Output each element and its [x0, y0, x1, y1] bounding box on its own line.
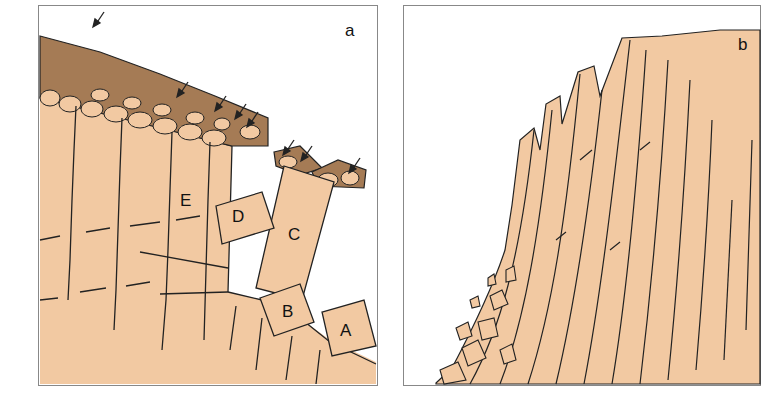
block-letter: E: [180, 192, 191, 209]
panel-letter: a: [345, 22, 354, 39]
panel-frame: [404, 6, 761, 386]
block-letter: A: [340, 322, 351, 339]
rock-block: [216, 166, 376, 356]
block-letter: C: [288, 226, 300, 243]
load-arrows: [93, 12, 360, 173]
block-letter: D: [232, 208, 244, 225]
panel-frame: [39, 6, 378, 386]
panel-letter: b: [738, 36, 747, 53]
boulders: [40, 89, 359, 187]
toppling-rock: [436, 30, 760, 384]
soil-layer: [40, 36, 366, 188]
rock-mass: [40, 96, 376, 384]
block-letter: B: [282, 303, 293, 320]
